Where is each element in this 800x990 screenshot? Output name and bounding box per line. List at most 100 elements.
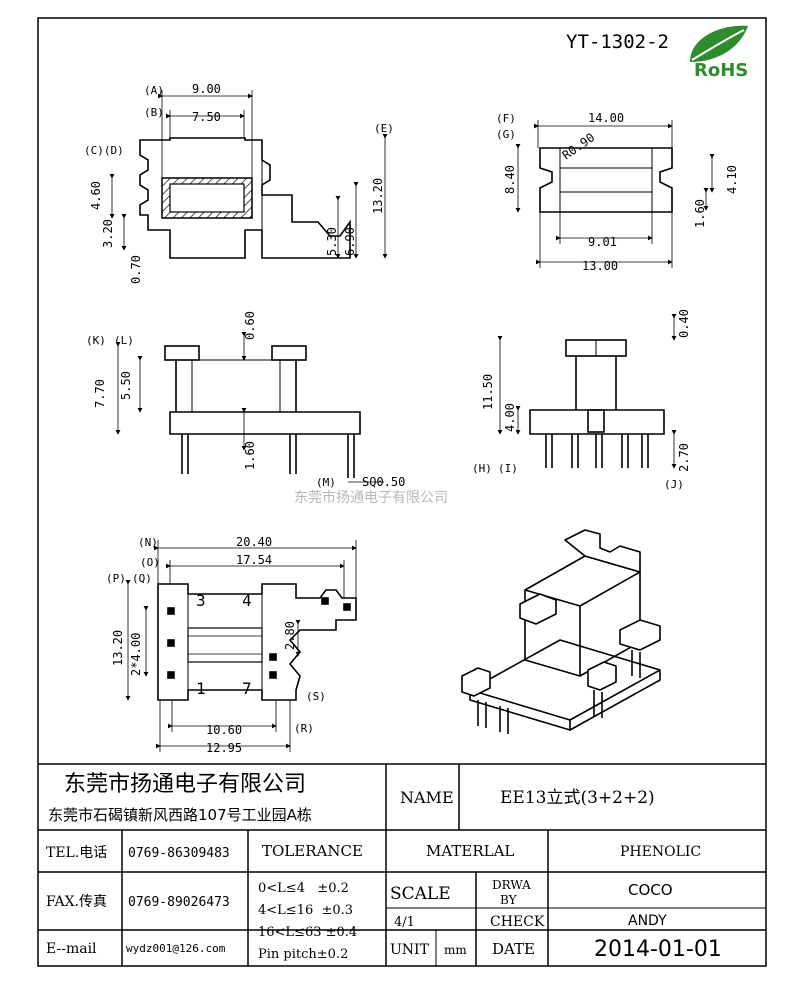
tolerance-line-3: 16<L≤63 ±0.4 — [258, 925, 357, 940]
dim-11-50: 11.50 — [481, 374, 495, 410]
bottom-left-dim-text: 20.40 17.54 13.20 2*4.00 2.80 10.60 12.9… — [111, 535, 297, 755]
label-f: (F) — [496, 112, 516, 125]
tolerance-line-2: 4<L≤16 ±0.3 — [258, 903, 353, 918]
dim-0-60: 0.60 — [243, 311, 257, 340]
isometric-view — [461, 529, 661, 734]
name-label: NAME — [400, 788, 454, 807]
label-g: (G) — [496, 128, 516, 141]
dim-r0-90: R0.90 — [560, 130, 598, 162]
drwa-value: COCO — [628, 881, 673, 899]
mid-right-labels: (H) (I) (J) — [472, 462, 684, 491]
dim-2x4-00: 2*4.00 — [129, 633, 143, 676]
top-left-dims — [109, 90, 388, 259]
rohs-text: RoHS — [694, 60, 748, 81]
dim-9-00: 9.00 — [192, 82, 221, 96]
tolerance-line-1: 0<L≤4 ±0.2 — [258, 881, 349, 896]
material-label: MATERLAL — [426, 842, 514, 860]
dim-4-00: 4.00 — [503, 403, 517, 432]
top-left-dim-text: 9.00 7.50 4.60 3.20 0.70 13.20 5.30 6.90 — [89, 82, 385, 284]
company-address: 东莞市石碣镇新风西路107号工业园A栋 — [48, 806, 312, 824]
dim-4-60: 4.60 — [89, 181, 103, 210]
label-hi: (H) — [472, 462, 492, 475]
label-kl: (K) — [86, 334, 106, 347]
dim-5-50: 5.50 — [119, 371, 133, 400]
label-r: (R) — [294, 722, 314, 735]
dim-0-70: 0.70 — [129, 255, 143, 284]
dim-3-20: 3.20 — [101, 219, 115, 248]
pin-7: 7 — [242, 679, 252, 698]
scale-value: 4/1 — [394, 915, 415, 930]
bottom-left-labels: (N) (O) (P) (Q) (S) (R) — [106, 536, 326, 735]
top-right-labels: (F) (G) — [496, 112, 516, 141]
email-value: wydz001@126.com — [126, 942, 226, 955]
top-left-view — [139, 137, 351, 259]
label-o: (O) — [140, 556, 160, 569]
top-right-dims — [515, 120, 715, 268]
dim-9-01: 9.01 — [588, 235, 617, 249]
email-label: E--mail — [46, 941, 97, 957]
title-block-grid — [38, 763, 766, 966]
mid-right-view — [529, 339, 665, 468]
tel-label: TEL.电话 — [46, 845, 107, 861]
drwa-label: DRWA — [492, 878, 531, 892]
dim-8-40: 8.40 — [503, 165, 517, 194]
mid-left-labels: (K) (L) (M) — [86, 334, 336, 489]
dim-2-70: 2.70 — [677, 443, 691, 472]
label-m: (M) — [316, 476, 336, 489]
company-name: 东莞市扬通电子有限公司 — [64, 772, 306, 797]
sheet-border — [37, 17, 767, 967]
scale-label: SCALE — [390, 884, 451, 904]
dim-7-50: 7.50 — [192, 110, 221, 124]
unit-value: mm — [444, 943, 467, 957]
fax-label: FAX.传真 — [46, 894, 107, 910]
label-n: (N) — [138, 536, 158, 549]
dim-0-40: 0.40 — [677, 309, 691, 338]
label-j: (J) — [664, 478, 684, 491]
label-l: (L) — [114, 334, 134, 347]
title-block: 东莞市扬通电子有限公司 东莞市石碣镇新风西路107号工业园A栋 NAME EE1… — [46, 772, 722, 962]
dim-12-95: 12.95 — [206, 741, 242, 755]
bottom-left-view — [157, 583, 357, 701]
watermark: 东莞市扬通电子有限公司 — [294, 489, 448, 506]
tel-value: 0769-86309483 — [128, 846, 230, 861]
pin-3: 3 — [196, 591, 206, 610]
dim-6-90: 6.90 — [343, 227, 357, 256]
unit-label: UNIT — [390, 942, 430, 958]
pin-4: 4 — [242, 591, 252, 610]
top-right-view — [539, 147, 673, 213]
date-value: 2014-01-01 — [594, 937, 722, 962]
material-value: PHENOLIC — [620, 844, 701, 860]
dim-14-00: 14.00 — [588, 111, 624, 125]
check-value: ANDY — [628, 913, 667, 929]
dim-sq0-50: SQ0.50 — [362, 475, 405, 489]
dim-13-20: 13.20 — [371, 178, 385, 214]
dim-10-60: 10.60 — [206, 723, 242, 737]
tolerance-label: TOLERANCE — [262, 842, 363, 860]
dim-5-30: 5.30 — [325, 227, 339, 256]
dim-17-54: 17.54 — [236, 553, 272, 567]
label-e: (E) — [374, 122, 394, 135]
label-cd: (C)(D) — [84, 144, 124, 157]
top-left-labels: (A) (B) (C)(D) (E) — [84, 84, 394, 157]
date-label: DATE — [492, 940, 535, 958]
label-q: (Q) — [132, 572, 152, 585]
dim-4-10: 4.10 — [725, 165, 739, 194]
pin-numbers: 3 4 1 7 — [196, 591, 252, 698]
dim-13-20-b: 13.20 — [111, 630, 125, 666]
dim-13-00: 13.00 — [582, 259, 618, 273]
rohs-logo: RoHS — [690, 25, 748, 81]
tolerance-line-4: Pin pitch±0.2 — [258, 947, 348, 962]
label-i: (I) — [498, 462, 518, 475]
mid-left-dim-text: 0.60 7.70 5.50 1.60 SQ0.50 — [93, 311, 405, 489]
dim-1-60: 1.60 — [693, 199, 707, 228]
mid-left-dims — [115, 332, 384, 483]
check-label: CHECK — [490, 914, 545, 930]
label-s: (S) — [306, 690, 326, 703]
label-p: (P) — [106, 572, 126, 585]
label-a: (A) — [144, 84, 164, 97]
part-number: YT-1302-2 — [566, 31, 669, 53]
bottom-left-dims — [125, 540, 357, 752]
dim-7-70: 7.70 — [93, 379, 107, 408]
mid-right-dim-text: 0.40 11.50 4.00 2.70 — [481, 309, 691, 472]
